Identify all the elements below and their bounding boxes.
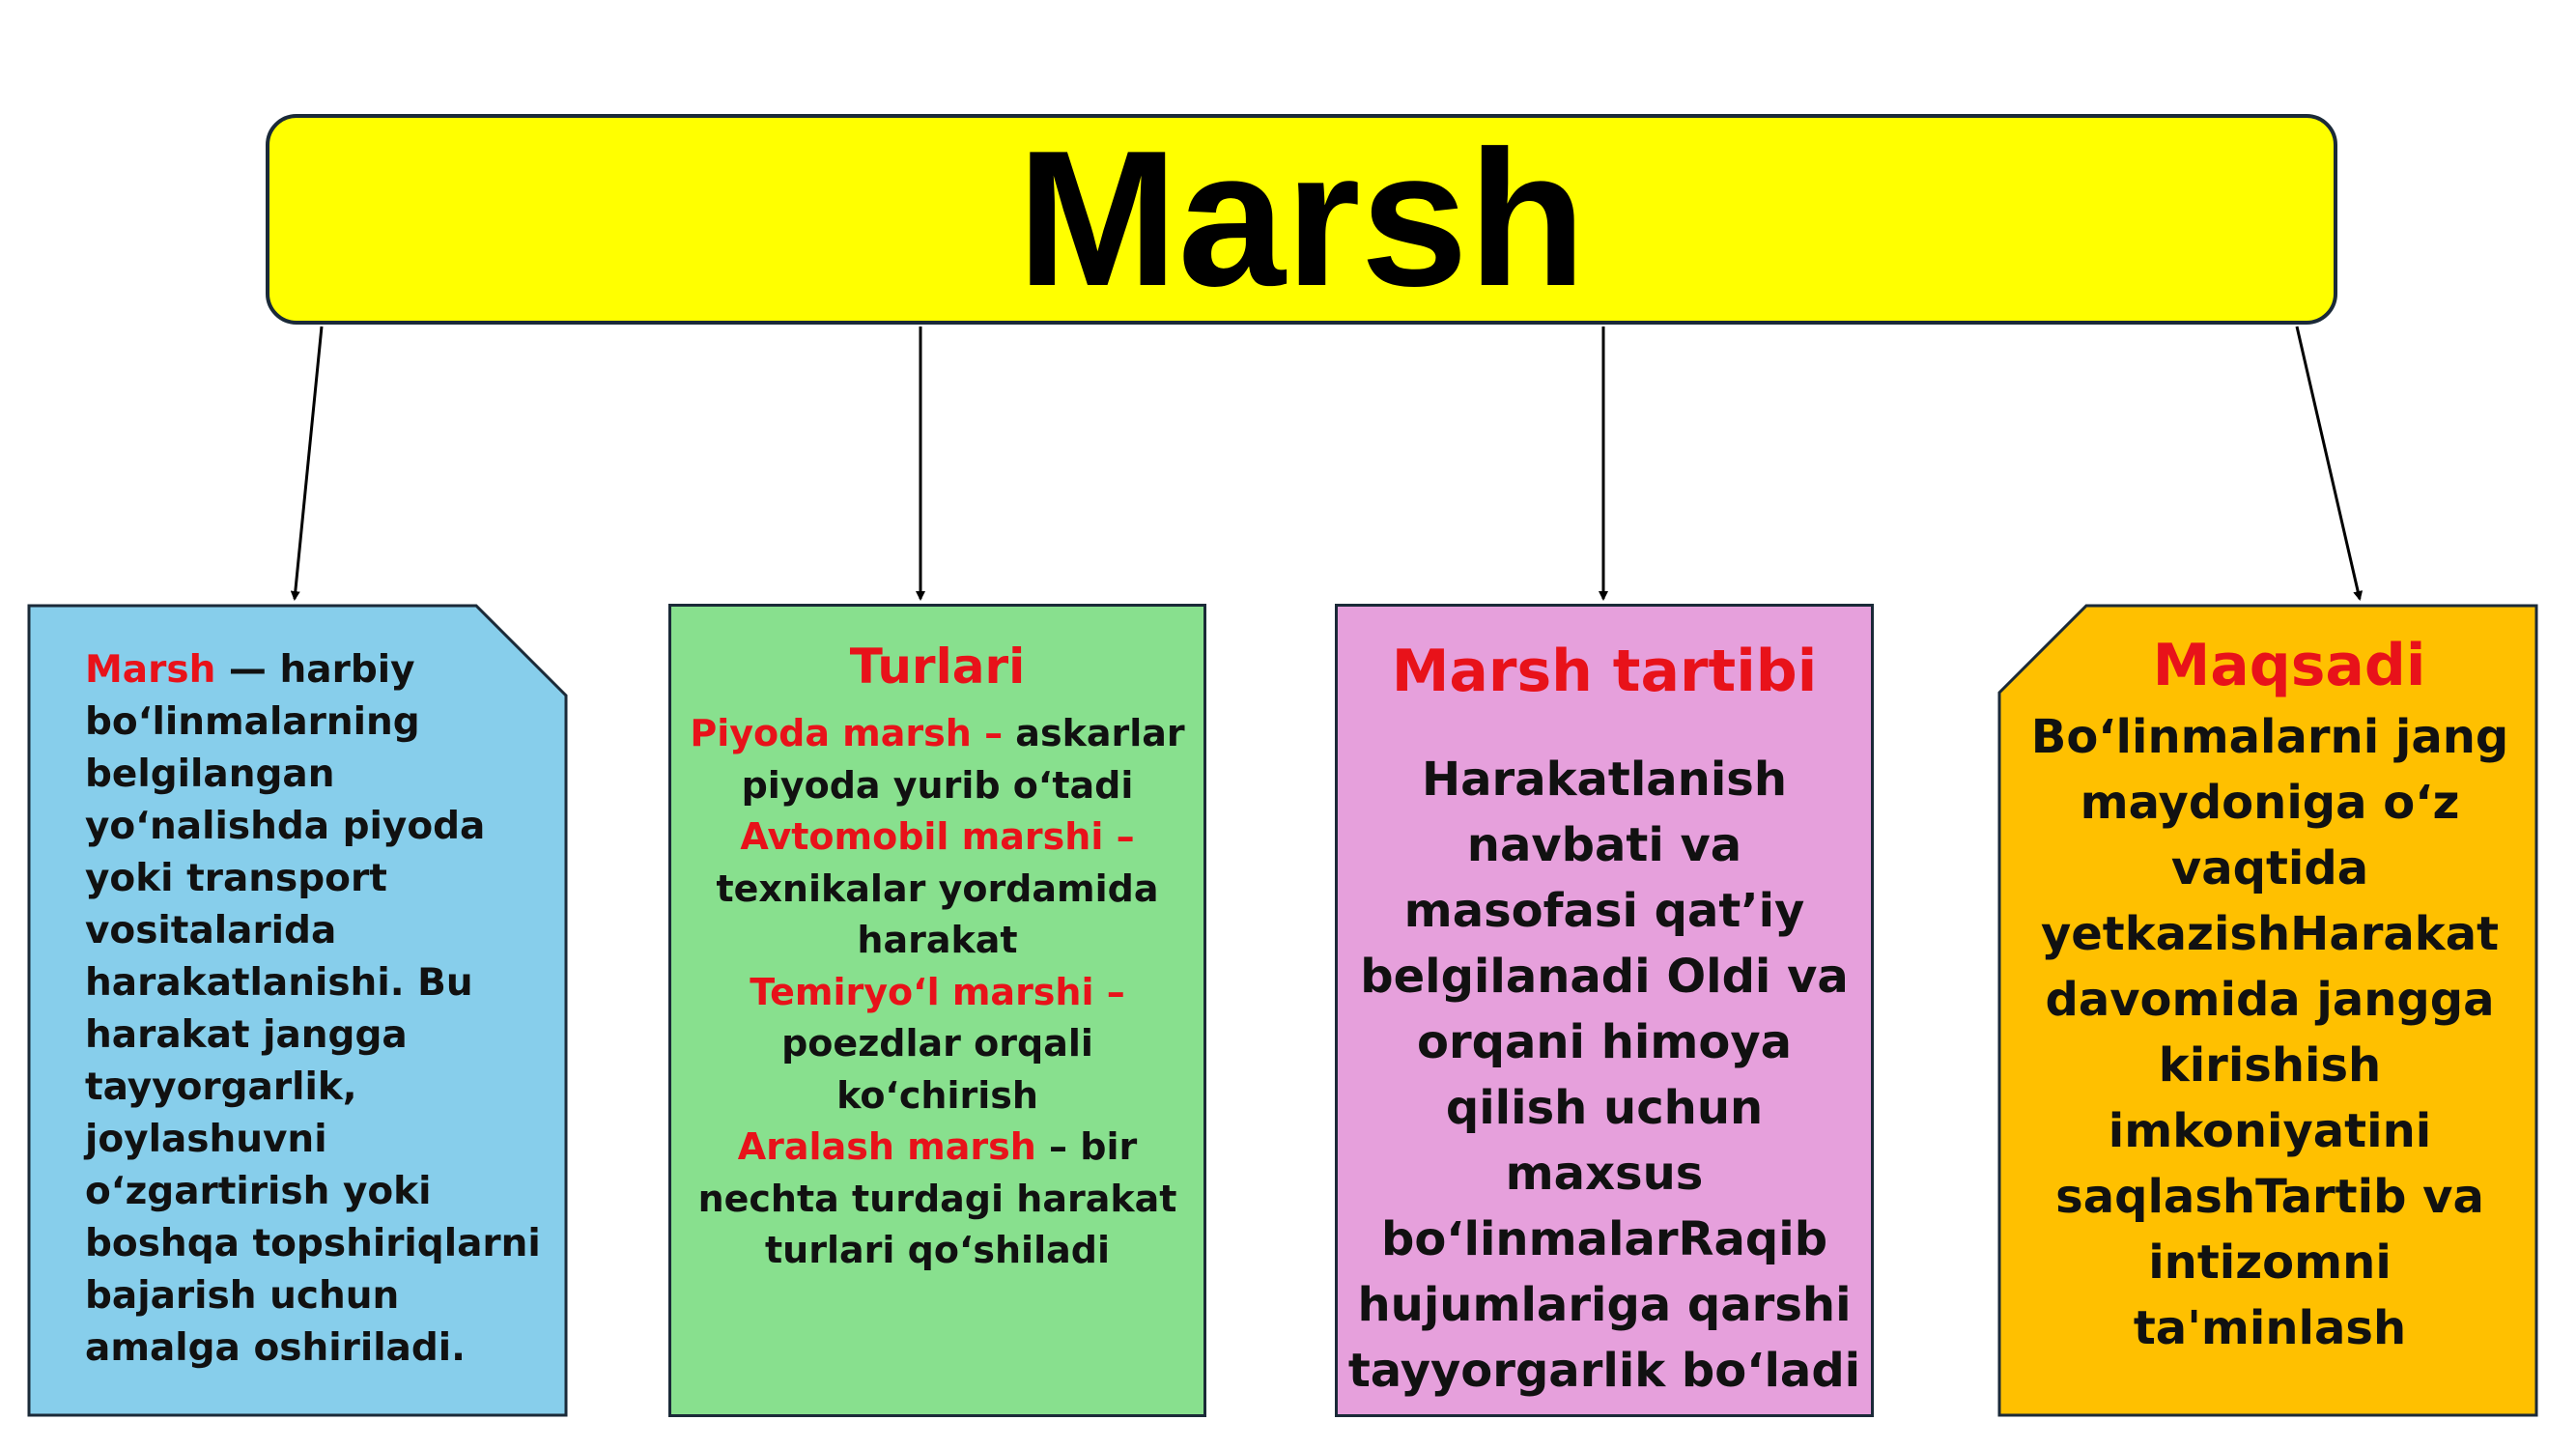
- types-heading: Turlari: [849, 639, 1026, 695]
- type-item: Aralash marsh – bir nechta turdagi harak…: [678, 1122, 1197, 1277]
- type-name: Aralash marsh: [737, 1125, 1036, 1168]
- type-item: Avtomobil marshi – texnikalar yordamida …: [678, 811, 1197, 967]
- type-name: Temiryo‘l marshi –: [750, 970, 1125, 1013]
- order-card: Marsh tartibi Harakatlanish navbati va m…: [1335, 604, 1874, 1417]
- order-body: Harakatlanish navbati va masofasi qat’iy…: [1347, 753, 1861, 1398]
- type-desc: askarlar piyoda yurib o‘tadi: [741, 712, 1185, 807]
- definition-body: — harbiy bo‘linmalarning belgilangan yo‘…: [85, 648, 541, 1370]
- type-desc: texnikalar yordamida harakat: [716, 867, 1159, 962]
- type-desc: – bir nechta turdagi harakat turlari qo‘…: [697, 1125, 1177, 1271]
- arrow-to-definition: [290, 326, 324, 601]
- type-item: Piyoda marsh – askarlar piyoda yurib o‘t…: [678, 708, 1197, 811]
- definition-term: Marsh: [85, 648, 216, 692]
- order-card-shape: [1335, 604, 1874, 1417]
- title-box: Marsh: [266, 114, 2337, 325]
- type-name: Piyoda marsh –: [690, 712, 1004, 754]
- purpose-card: Maqsadi Bo‘linmalarni jang maydoniga o‘z…: [1997, 604, 2538, 1417]
- purpose-card-shape: [1997, 604, 2538, 1417]
- type-item: Temiryo‘l marshi – poezdlar orqali ko‘ch…: [678, 967, 1197, 1122]
- purpose-heading: Maqsadi: [2152, 632, 2426, 699]
- definition-card-shape: [27, 604, 568, 1417]
- diagram-title: Marsh: [1016, 111, 1587, 327]
- purpose-body: Bo‘linmalarni jang maydoniga o‘z vaqtida…: [2030, 710, 2509, 1355]
- types-card: Turlari Piyoda marsh – askarlar piyoda y…: [668, 604, 1206, 1417]
- type-desc: poezdlar orqali ko‘chirish: [781, 1022, 1093, 1117]
- arrow-to-maqsadi: [2295, 326, 2364, 601]
- order-heading: Marsh tartibi: [1391, 638, 1818, 705]
- type-name: Avtomobil marshi –: [740, 815, 1135, 858]
- definition-card: Marsh — harbiy bo‘linmalarning belgilang…: [27, 604, 568, 1417]
- types-card-shape: [668, 604, 1206, 1417]
- definition-text: Marsh — harbiy bo‘linmalarning belgilang…: [85, 644, 549, 1375]
